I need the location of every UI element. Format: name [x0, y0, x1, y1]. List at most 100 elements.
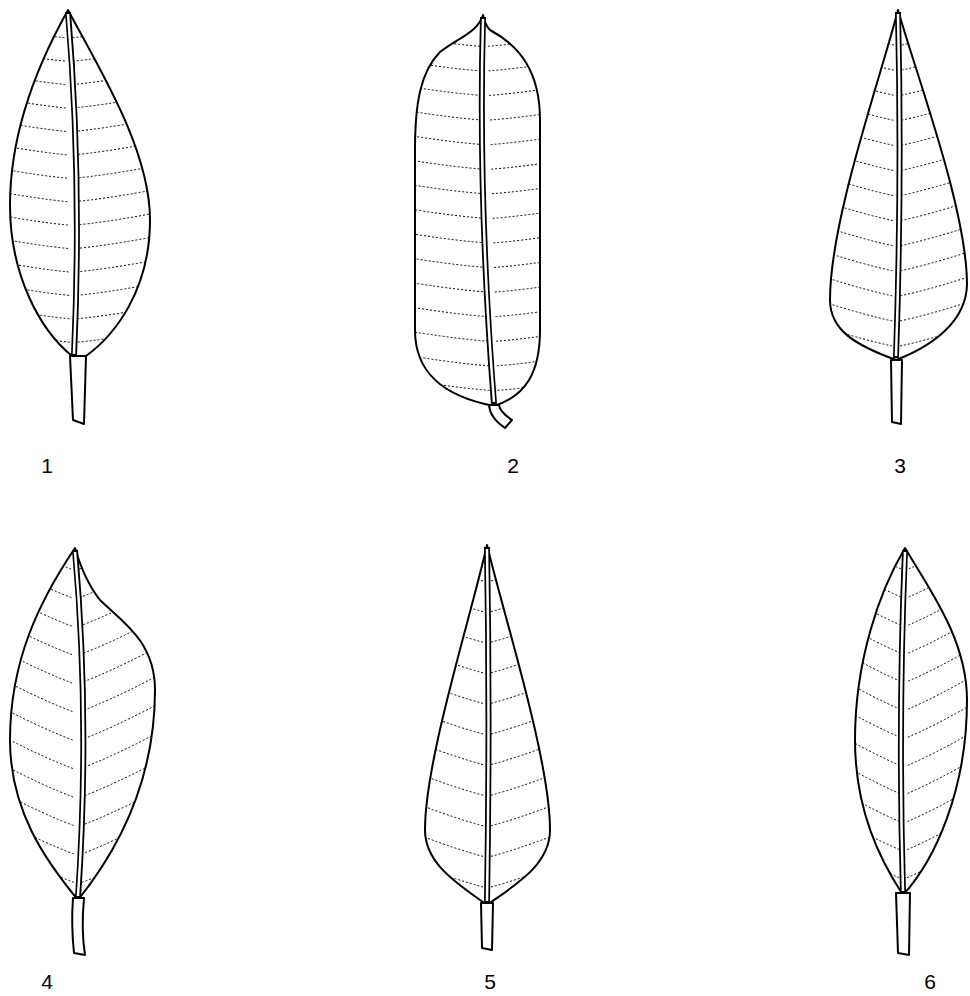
- leaf-vein: [0, 745, 73, 825]
- leaf-vein: [0, 688, 73, 768]
- leaf-vein: [901, 120, 970, 170]
- leaf-vein: [72, 10, 228, 38]
- leaf-vein: [493, 219, 649, 243]
- leaf-vein: [327, 705, 483, 765]
- leaf-vein: [908, 563, 970, 653]
- leaf-vein: [907, 788, 970, 878]
- leaf-vein: [74, 103, 230, 131]
- leaf-vein: [0, 717, 73, 797]
- leaf-vein: [908, 703, 970, 793]
- leaf-vein: [79, 518, 235, 598]
- leaf-vein: [909, 479, 970, 569]
- vein-group: [743, 479, 970, 878]
- leaf-vein: [491, 552, 647, 612]
- leaf-vein: [901, 221, 970, 271]
- leaf-vein: [327, 766, 483, 826]
- leaf-vein: [491, 582, 647, 642]
- leaf-vein: [495, 293, 651, 317]
- leaf-vein: [901, 196, 970, 246]
- leaf-vein: [909, 507, 970, 597]
- leaf-vein: [0, 103, 66, 131]
- leaf-vein: [737, 70, 893, 120]
- leaf-vein: [738, 20, 894, 70]
- leaf-vein: [75, 127, 231, 155]
- leaf-vein: [901, 146, 970, 196]
- leaf-vein: [900, 246, 970, 296]
- leaf-vein: [908, 591, 970, 681]
- leaf-vein: [79, 489, 235, 569]
- leaf-vein: [737, 221, 893, 271]
- leaf-vein: [907, 760, 970, 850]
- vein-group: [0, 10, 234, 342]
- leaf-vein: [744, 675, 900, 765]
- leaf-vein: [497, 342, 653, 366]
- leaf-vein: [496, 317, 652, 341]
- leaf-vein: [491, 766, 647, 826]
- leaf-vein: [491, 613, 647, 673]
- leaf-vein: [900, 271, 970, 321]
- leaf-vein: [75, 150, 231, 178]
- leaf-vein: [81, 660, 237, 740]
- leaf-vein: [902, 20, 970, 70]
- leaf-vein: [80, 632, 236, 712]
- leaf-vein: [0, 267, 69, 295]
- leaf-vein: [73, 33, 229, 61]
- leaf-vein: [736, 296, 892, 346]
- leaf-vein: [744, 703, 900, 793]
- leaf-vein: [330, 243, 486, 267]
- leaf-vein: [743, 760, 899, 850]
- leaf-vein: [80, 546, 236, 626]
- leaf-vein: [327, 613, 483, 673]
- leaf-vein: [738, 45, 894, 95]
- leaf-vein: [498, 366, 654, 390]
- figure-number: 4: [41, 971, 53, 992]
- leaf-vein: [0, 10, 64, 38]
- leaf-vein: [736, 271, 892, 321]
- leaf-vein: [737, 95, 893, 145]
- leaf-vein: [491, 796, 647, 856]
- leaf-vein: [744, 619, 900, 709]
- leaf-vein: [736, 246, 892, 296]
- leaf-vein: [327, 735, 483, 795]
- leaf-vein: [327, 582, 483, 642]
- leaf-vein: [327, 796, 483, 856]
- leaf-vein: [488, 22, 644, 46]
- leaf-vein: [491, 735, 647, 795]
- leaf-vein: [328, 170, 484, 194]
- leaf-vein: [73, 57, 229, 85]
- leaf-vein: [901, 70, 970, 120]
- leaf-vein: [494, 243, 650, 267]
- leaf-vein: [908, 647, 970, 737]
- leaf-vein: [77, 267, 233, 295]
- leaf-vein: [74, 80, 230, 108]
- leaf-vein: [489, 71, 645, 95]
- leaf-vein: [324, 22, 480, 46]
- leaf-vein: [737, 120, 893, 170]
- leaf-vein: [743, 731, 899, 821]
- leaf-vein: [495, 268, 651, 292]
- leaf-vein: [493, 194, 649, 218]
- leaf-vein: [0, 774, 74, 854]
- leaf-vein: [492, 170, 648, 194]
- leaf-outlines: [10, 10, 967, 905]
- leaf-vein: [491, 827, 647, 887]
- leaf-vein: [737, 196, 893, 246]
- leaf-vein: [0, 575, 72, 655]
- leaf-vein: [327, 145, 483, 169]
- leaf-vein: [0, 220, 68, 248]
- leaf-vein: [325, 71, 481, 95]
- leaf-vein: [908, 675, 970, 765]
- leaf-vein: [329, 194, 485, 218]
- leaf-vein: [491, 643, 647, 703]
- leaf-vein: [0, 660, 73, 740]
- leaf-vein: [0, 603, 72, 683]
- leaf-vein: [907, 731, 970, 821]
- leaf-vein: [738, 0, 894, 45]
- figure-number: 1: [41, 455, 53, 476]
- leaf-vein: [902, 45, 970, 95]
- leaf-vein: [76, 197, 232, 225]
- leaf-vein: [909, 535, 970, 625]
- leaf-vein: [81, 688, 237, 768]
- leaf-vein: [76, 220, 232, 248]
